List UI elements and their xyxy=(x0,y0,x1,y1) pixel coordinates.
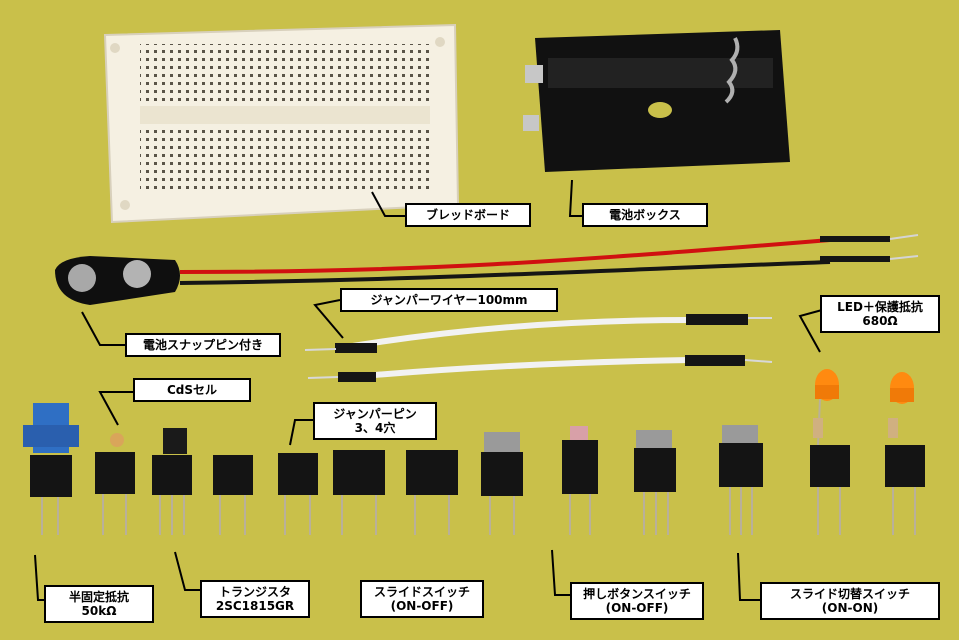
battery-box xyxy=(523,30,790,172)
cds-cell xyxy=(95,433,135,535)
label-jumper-pin: ジャンパーピン 3、4穴 xyxy=(313,402,437,440)
label-battery-snap: 電池スナップピン付き xyxy=(125,333,281,357)
label-cds: CdSセル xyxy=(133,378,251,402)
trimmer-resistor xyxy=(23,403,79,535)
led-with-resistor xyxy=(810,369,925,535)
label-push-switch: 押しボタンスイッチ (ON-OFF) xyxy=(570,582,704,620)
leader-lines xyxy=(34,179,823,601)
transistor xyxy=(152,428,192,535)
battery-snap xyxy=(55,234,919,305)
label-slide-changeover: スライド切替スイッチ (ON-ON) xyxy=(760,582,940,620)
slide-changeover-switch xyxy=(719,425,763,535)
label-jumper-wire: ジャンパーワイヤー100mm xyxy=(340,288,558,312)
label-led: LED＋保護抵抗 680Ω xyxy=(820,295,940,333)
label-battery-box: 電池ボックス xyxy=(582,203,708,227)
label-trimmer: 半固定抵抗 50kΩ xyxy=(44,585,154,623)
jumper-wire xyxy=(304,314,773,382)
label-breadboard: ブレッドボード xyxy=(405,203,531,227)
breadboard xyxy=(103,23,460,224)
jumper-pins xyxy=(213,450,458,535)
push-button-switch xyxy=(562,426,676,535)
label-transistor: トランジスタ 2SC1815GR xyxy=(200,580,310,618)
label-slide-switch: スライドスイッチ (ON-OFF) xyxy=(360,580,484,618)
slide-switch-on-off xyxy=(481,432,523,535)
